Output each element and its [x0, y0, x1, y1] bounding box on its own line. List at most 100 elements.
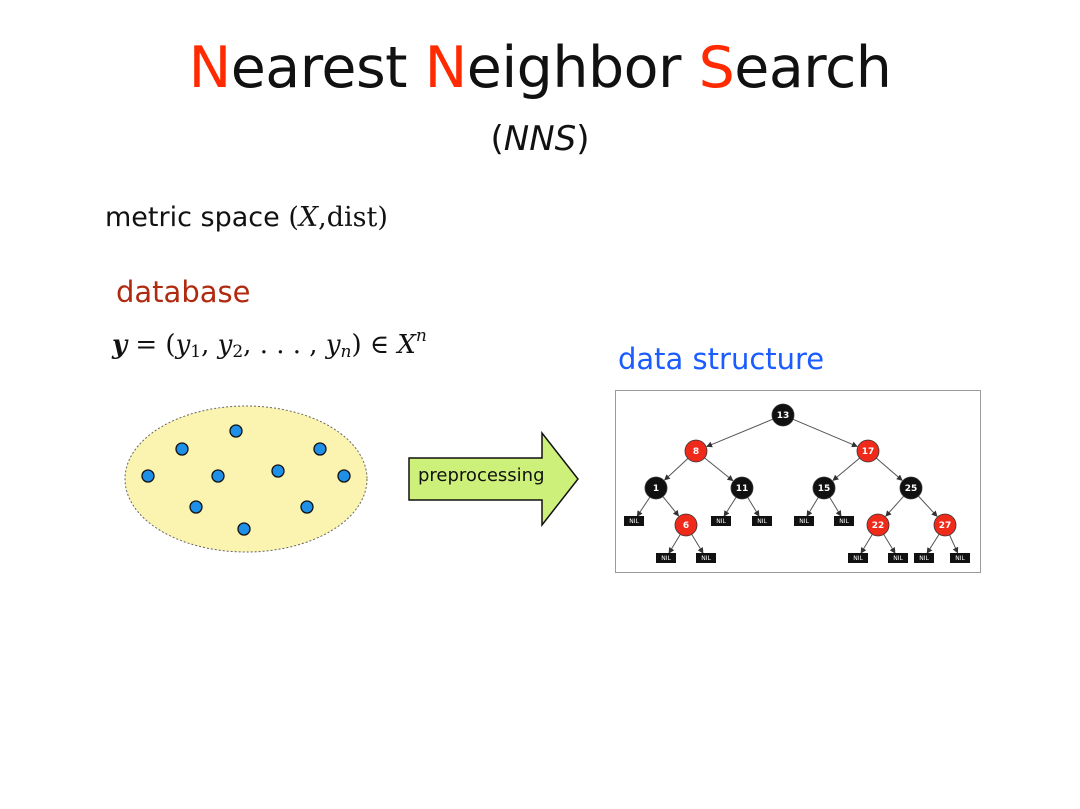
tree-node-label: 27: [939, 521, 952, 531]
tree-node-label: 6: [683, 521, 689, 531]
tree-edge: [876, 457, 903, 481]
formula-set: X: [397, 330, 416, 360]
tree-node-label: 15: [818, 484, 831, 494]
tree-edge: [829, 497, 842, 517]
subtitle-paren-open: (: [490, 119, 504, 159]
formula-eq: = (: [127, 330, 176, 360]
tree-node-17: [856, 439, 880, 463]
formula-subn: n: [340, 342, 352, 362]
database-blob: [124, 405, 368, 553]
tree-edge: [918, 495, 938, 517]
slide-subtitle: (NNS): [0, 122, 1080, 156]
tree-nil-label: NIL: [629, 518, 639, 525]
metric-close: ): [377, 202, 388, 233]
formula-dots: , . . . ,: [243, 330, 326, 360]
title-initial-n1: N: [188, 35, 232, 101]
data-point: [189, 500, 203, 514]
tree-edge: [636, 496, 651, 517]
formula-comma1: ,: [201, 330, 218, 360]
tree-nil-label: NIL: [853, 555, 863, 562]
tree-node-6: [674, 513, 698, 537]
arrow-shape: [408, 430, 579, 528]
formula-sub1: 1: [190, 342, 202, 362]
tree-node-15: [812, 476, 836, 500]
tree-nil-label: NIL: [955, 555, 965, 562]
tree-edge: [662, 496, 680, 517]
data-structure-label: data structure: [618, 342, 825, 376]
tree-nil-leaf: [624, 516, 644, 526]
metric-sep: ,: [318, 202, 327, 233]
tree-edge: [806, 497, 819, 517]
tree-edge: [926, 534, 940, 554]
tree-node-8: [684, 439, 708, 463]
data-point: [337, 469, 351, 483]
metric-space-formula: (X,dist): [288, 202, 388, 233]
data-point: [141, 469, 155, 483]
metric-open: (: [288, 202, 299, 233]
tree-node-label: 13: [777, 411, 790, 421]
tree-edge: [883, 534, 896, 554]
tree-node-label: 17: [862, 447, 875, 457]
tree-nil-leaf: [834, 516, 854, 526]
tree-nil-leaf: [888, 553, 908, 563]
tree-node-22: [866, 513, 890, 537]
data-point: [211, 469, 225, 483]
tree-nil-label: NIL: [919, 555, 929, 562]
tree-node-label: 8: [693, 447, 699, 457]
tree-nil-label: NIL: [893, 555, 903, 562]
tree-nil-label: NIL: [661, 555, 671, 562]
tree-nil-leaf: [794, 516, 814, 526]
database-points: [141, 424, 351, 536]
formula-in: ) ∈: [351, 330, 398, 360]
tree-node-label: 25: [905, 484, 918, 494]
formula-yn: y: [325, 330, 341, 360]
data-point: [175, 442, 189, 456]
formula-power: n: [415, 326, 427, 346]
tree-nil-label: NIL: [757, 518, 767, 525]
tree-edge: [668, 534, 681, 554]
tree-edge: [747, 497, 760, 517]
tree-node-11: [730, 476, 754, 500]
tree-nil-leaf: [656, 553, 676, 563]
tree-node-13: [771, 403, 795, 427]
tree-node-27: [933, 513, 957, 537]
metric-dist: dist: [326, 202, 378, 233]
tree-edge: [949, 534, 959, 554]
title-initial-n2: N: [424, 35, 468, 101]
preprocessing-label: preprocessing: [418, 465, 545, 486]
tree-edge: [664, 458, 689, 481]
metric-set: X: [298, 202, 319, 233]
slide-title: Nearest Neighbor Search: [0, 40, 1080, 97]
subtitle-paren-close: ): [576, 119, 590, 159]
tree-nil-label: NIL: [839, 518, 849, 525]
tree-nil-label: NIL: [716, 518, 726, 525]
tree-node-25: [899, 476, 923, 500]
tree-node-label: 22: [872, 521, 885, 531]
metric-space-label: metric space: [105, 202, 280, 233]
title-word-neighbor: eighbor: [466, 35, 699, 101]
data-point: [229, 424, 243, 438]
tree-nil-leaf: [696, 553, 716, 563]
tree-edge: [885, 495, 905, 517]
formula-var: y: [112, 330, 128, 360]
tree-nil-leaf: [950, 553, 970, 563]
tree-nil-leaf: [752, 516, 772, 526]
formula-y2: y: [217, 330, 233, 360]
formula-sub2: 2: [232, 342, 244, 362]
data-point: [271, 464, 285, 478]
tree-edge: [691, 534, 704, 554]
data-point: [300, 500, 314, 514]
database-label: database: [116, 275, 251, 309]
tree-edge: [860, 534, 873, 554]
tree-nil-leaf: [848, 553, 868, 563]
tree-nil-label: NIL: [799, 518, 809, 525]
formula-y1: y: [175, 330, 191, 360]
tree-edge: [704, 457, 734, 482]
tree-node-label: 11: [736, 484, 749, 494]
tree-nil-leaf: [914, 553, 934, 563]
title-word-nearest: earest: [230, 35, 425, 101]
preprocessing-arrow: [408, 430, 579, 528]
